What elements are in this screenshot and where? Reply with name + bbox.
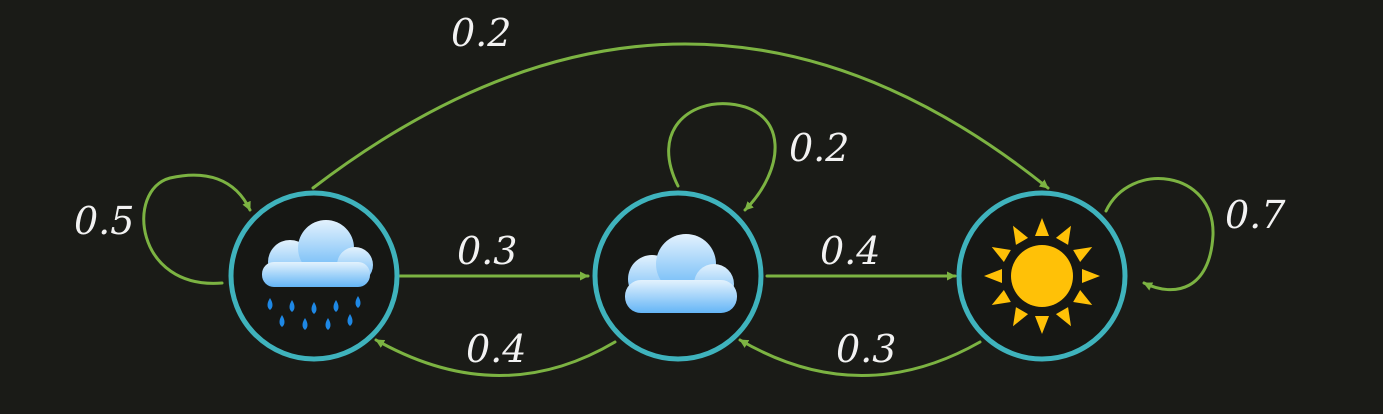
edge-rainy-sunny (311, 42, 1050, 190)
edge-label-cloudy-cloudy: 0.2 (789, 126, 849, 170)
edges-layer (142, 42, 1215, 377)
sun-ray (1055, 307, 1071, 327)
edge-label-cloudy-sunny: 0.4 (820, 229, 880, 273)
edge-label-sunny-cloudy: 0.3 (836, 327, 896, 371)
sun-ray (1013, 225, 1029, 245)
edge-sunny-cloudy (738, 338, 982, 377)
sun-ray (1082, 269, 1100, 283)
sun-ray (991, 247, 1011, 263)
rain-cloud-icon (262, 220, 373, 330)
edge-label-rainy-sunny: 0.2 (451, 11, 511, 55)
sun-ray (1073, 289, 1093, 305)
cloud-icon (625, 234, 737, 313)
edge-label-sunny-sunny: 0.7 (1225, 193, 1286, 237)
edge-label-rainy-cloudy: 0.3 (457, 229, 517, 273)
edge-rainy-rainy (142, 173, 252, 285)
nodes-layer (228, 190, 1128, 362)
sun-ray (1073, 247, 1093, 263)
node-cloudy (592, 190, 764, 362)
sun-icon (984, 218, 1100, 334)
sun-ray (1055, 225, 1071, 245)
sun-ray (991, 289, 1011, 305)
edge-labels-layer: 0.5 0.3 0.2 0.2 0.4 0.4 0.7 0.3 (74, 11, 1286, 371)
sun-ray (1035, 316, 1049, 334)
sun-ray (1035, 218, 1049, 236)
edge-label-cloudy-rainy: 0.4 (466, 327, 526, 371)
sun-ray (984, 269, 1002, 283)
edge-sunny-sunny (1104, 177, 1215, 292)
edge-label-rainy-rainy: 0.5 (74, 199, 134, 243)
node-rainy (228, 190, 400, 362)
edge-cloudy-cloudy (667, 102, 777, 212)
node-sunny (956, 190, 1128, 362)
sun-ray (1013, 307, 1029, 327)
edge-cloudy-rainy (374, 338, 617, 377)
